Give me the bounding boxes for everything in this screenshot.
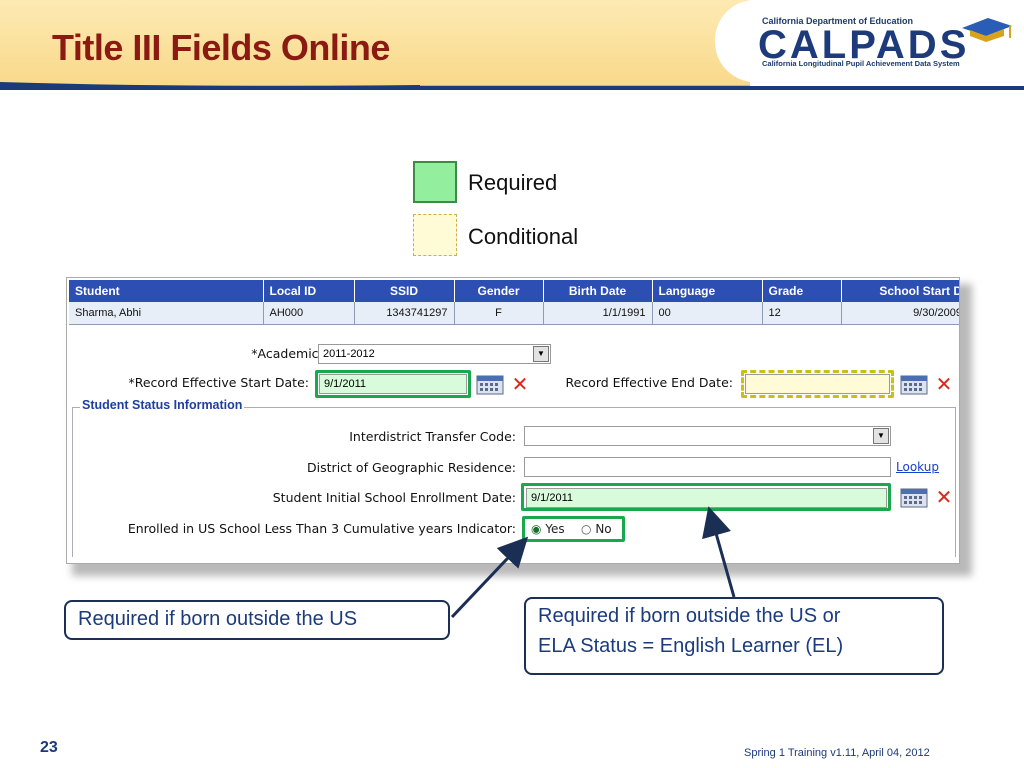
cell-grade: 12 — [762, 302, 842, 325]
enrollment-date-label: Student Initial School Enrollment Date: — [272, 490, 516, 505]
start-date-input[interactable]: 9/1/2011 — [319, 374, 467, 394]
callout-right: Required if born outside the US or ELA S… — [524, 597, 944, 675]
clear-start-date-icon[interactable]: ✕ — [511, 372, 529, 396]
academic-year-select[interactable]: 2011-2012 ▼ — [318, 344, 551, 364]
cell-student: Sharma, Abhi — [69, 302, 264, 325]
district-label: District of Geographic Residence: — [307, 460, 516, 475]
radio-no[interactable]: ○ No — [581, 522, 612, 536]
radio-no-label: No — [595, 522, 612, 536]
logo-dept-text: California Department of Education — [762, 16, 914, 26]
chevron-down-icon[interactable]: ▼ — [533, 346, 549, 362]
us-school-label: Enrolled in US School Less Than 3 Cumula… — [127, 521, 516, 536]
cell-language: 00 — [652, 302, 763, 325]
required-swatch — [413, 161, 457, 203]
required-highlight — [315, 370, 471, 398]
cell-local-id: AH000 — [263, 302, 355, 325]
logo-area — [715, 0, 1024, 82]
clear-enrollment-date-icon[interactable]: ✕ — [935, 485, 953, 509]
required-highlight — [522, 516, 625, 542]
radio-yes[interactable]: ◉ Yes — [531, 522, 565, 536]
required-legend-label: Required — [468, 170, 558, 195]
start-date-label: *Record Effective Start Date: — [128, 375, 309, 390]
student-grid: Student Local ID SSID Gender Birth Date … — [69, 280, 959, 325]
col-birth-date[interactable]: Birth Date — [543, 280, 653, 302]
cell-ssid: 1343741297 — [354, 302, 455, 325]
chevron-down-icon[interactable]: ▼ — [873, 428, 889, 444]
callout-left: Required if born outside the US — [64, 600, 450, 640]
header-band — [0, 0, 750, 86]
clear-end-date-icon[interactable]: ✕ — [935, 372, 953, 396]
logo-wordmark: CALPADS — [758, 23, 970, 67]
cell-school-start: 9/30/2009 — [841, 302, 959, 325]
col-ssid[interactable]: SSID — [354, 280, 455, 302]
conditional-swatch — [413, 214, 457, 256]
col-grade[interactable]: Grade — [762, 280, 842, 302]
logo-tagline: California Longitudinal Pupil Achievemen… — [762, 59, 960, 68]
grid-header-row: Student Local ID SSID Gender Birth Date … — [69, 280, 959, 302]
academic-year-value: 2011-2012 — [323, 348, 375, 360]
calendar-icon[interactable] — [476, 375, 504, 395]
callout-right-line2: ELA Status = English Learner (EL) — [538, 635, 844, 657]
col-local-id[interactable]: Local ID — [263, 280, 355, 302]
header-swoosh — [0, 82, 1024, 90]
required-highlight — [521, 483, 891, 511]
radio-yes-label: Yes — [545, 522, 565, 536]
transfer-code-select[interactable]: ▼ — [524, 426, 891, 446]
radio-unchecked-icon: ○ — [581, 522, 592, 536]
table-row[interactable]: Sharma, Abhi AH000 1343741297 F 1/1/1991… — [69, 302, 959, 325]
conditional-highlight — [741, 370, 894, 398]
page-number: 23 — [40, 739, 58, 756]
conditional-legend-label: Conditional — [468, 224, 579, 249]
callout-right-line1: Required if born outside the US or — [538, 605, 841, 627]
graduation-cap-icon — [962, 18, 1012, 42]
col-language[interactable]: Language — [652, 280, 763, 302]
district-input[interactable] — [524, 457, 891, 477]
footer-text: Spring 1 Training v1.11, April 04, 2012 — [744, 747, 930, 759]
lookup-link[interactable]: Lookup — [896, 460, 939, 474]
cell-gender: F — [454, 302, 544, 325]
app-screenshot-panel: Student Local ID SSID Gender Birth Date … — [66, 277, 960, 564]
cell-birth-date: 1/1/1991 — [543, 302, 653, 325]
slide-title: Title III Fields Online — [52, 27, 390, 68]
col-school-start[interactable]: School Start D — [841, 280, 959, 302]
calendar-icon[interactable] — [900, 488, 928, 508]
col-student[interactable]: Student — [69, 280, 264, 302]
section-border — [72, 407, 956, 557]
end-date-label: Record Effective End Date: — [565, 375, 734, 390]
radio-checked-icon: ◉ — [531, 522, 542, 536]
transfer-code-label: Interdistrict Transfer Code: — [349, 429, 516, 444]
calendar-icon[interactable] — [900, 375, 928, 395]
col-gender[interactable]: Gender — [454, 280, 544, 302]
end-date-input[interactable] — [745, 374, 890, 394]
section-title: Student Status Information — [80, 398, 245, 412]
